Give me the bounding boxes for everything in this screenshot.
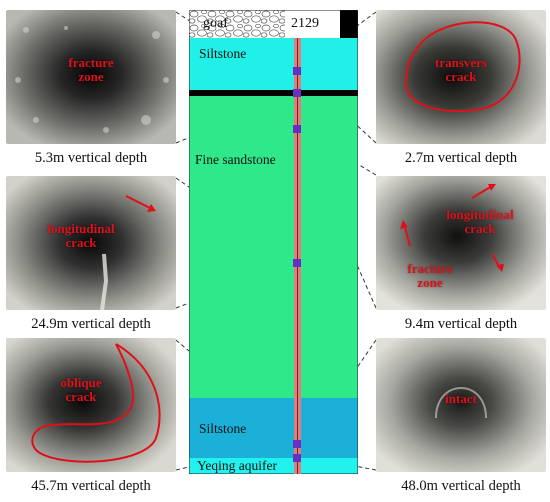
- borehole-photo-45-7m: oblique crack: [6, 338, 176, 472]
- panel-number-label: 2129: [291, 16, 319, 31]
- photo-9-4m-label-line3: fracture: [407, 261, 453, 276]
- photo-5-3m-label-line2: zone: [78, 69, 104, 84]
- connector-p2-bottom: [296, 69, 377, 144]
- siltstone-top-layer: [189, 38, 358, 90]
- photo-45-7m-label-line1: oblique: [60, 375, 102, 390]
- aquifer-layer: [189, 458, 358, 474]
- connector-p6-top: [296, 339, 377, 456]
- caption-5-3m: 5.3m vertical depth: [34, 150, 148, 166]
- panel-area: [285, 10, 340, 38]
- borehole-photo-2-7m: transvers crack: [376, 10, 546, 144]
- borehole-photo-9-4m: longitudinal crack fracture zone: [376, 176, 546, 310]
- caption-24-9m: 24.9m vertical depth: [31, 316, 151, 332]
- caption-9-4m: 9.4m vertical depth: [404, 316, 518, 332]
- photo-45-7m-label-line2: crack: [65, 389, 97, 404]
- siltstone-bottom-label: Siltstone: [199, 421, 247, 436]
- column-graphic: [188, 9, 359, 475]
- marker-48-0m: [293, 454, 301, 462]
- coal-seam-top: [340, 10, 358, 38]
- photo-5-3m-label-line1: fracture: [68, 55, 114, 70]
- borehole-photo-24-9m: longitudinal crack: [6, 176, 176, 310]
- goaf-label: goaf: [203, 16, 228, 31]
- borehole-photo-48-0m: intact: [376, 338, 546, 472]
- marker-24-9m: [293, 259, 301, 267]
- caption-45-7m: 45.7m vertical depth: [31, 478, 151, 494]
- marker-9-4m: [293, 125, 301, 133]
- stratigraphic-column: goaf 2129 Siltstone Fine sandstone Silts…: [188, 9, 359, 475]
- photo-48-0m-label: intact: [445, 391, 477, 406]
- fine-sandstone-layer: [189, 96, 358, 398]
- photo-24-9m-label-line2: crack: [65, 235, 97, 250]
- fine-sandstone-label: Fine sandstone: [195, 152, 276, 167]
- aquifer-label: Yeqing aquifer: [197, 458, 277, 473]
- borehole-photo-5-3m: fracture zone: [6, 10, 176, 144]
- photo-9-4m-label-line4: zone: [417, 275, 443, 290]
- marker-2-7m: [293, 67, 301, 75]
- caption-48-0m: 48.0m vertical depth: [401, 478, 521, 494]
- marker-5-3m: [293, 89, 301, 97]
- marker-45-7m: [293, 440, 301, 448]
- siltstone-top-label: Siltstone: [199, 46, 247, 61]
- coal-seam-band: [189, 90, 358, 96]
- photo-9-4m-label-line1: longitudinal: [446, 207, 514, 222]
- photo-2-7m-label-line2: crack: [445, 69, 477, 84]
- photo-2-7m-label-line1: transvers: [435, 55, 487, 70]
- photo-9-4m-label-line2: crack: [464, 221, 496, 236]
- goaf-layer: [189, 10, 285, 38]
- siltstone-bottom-layer: [189, 398, 358, 458]
- photo-24-9m-label-line1: longitudinal: [47, 221, 115, 236]
- caption-2-7m: 2.7m vertical depth: [404, 150, 518, 166]
